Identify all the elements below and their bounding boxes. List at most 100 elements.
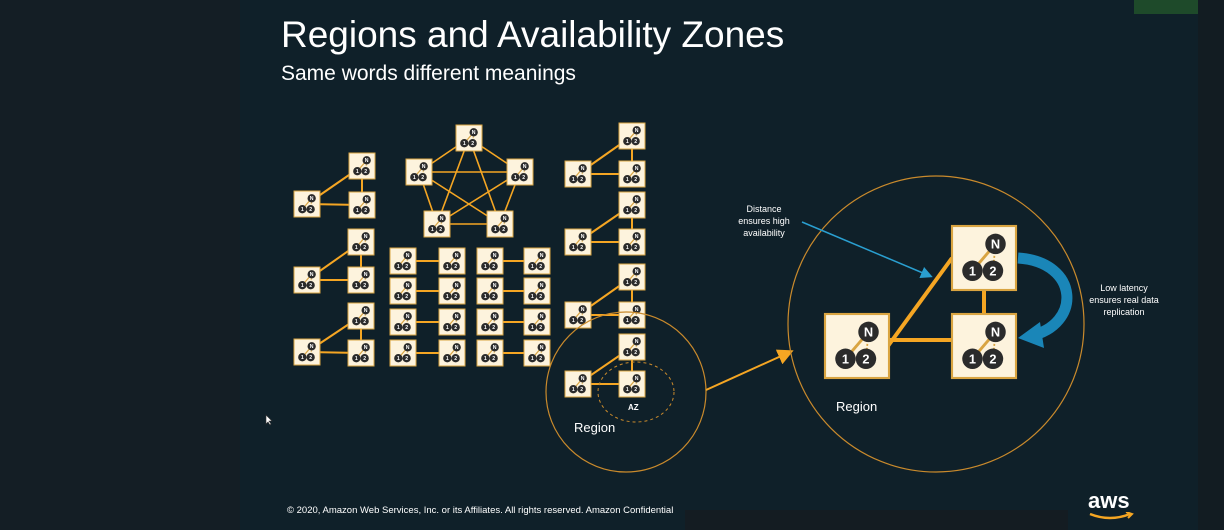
node-1-icon bbox=[623, 278, 632, 287]
node-label: N bbox=[540, 314, 544, 320]
node-n-icon bbox=[307, 342, 316, 351]
aws-logo-text: aws bbox=[1088, 488, 1130, 513]
node-label: 1 bbox=[301, 283, 304, 289]
node-label: N bbox=[635, 339, 639, 345]
az-label: AZ bbox=[628, 403, 639, 412]
node-2-icon bbox=[489, 323, 498, 332]
node-1-icon bbox=[528, 323, 537, 332]
node-n-icon bbox=[469, 128, 478, 137]
node-2-icon bbox=[360, 243, 369, 252]
node-n-icon bbox=[500, 214, 509, 223]
node-label: N bbox=[493, 253, 497, 259]
bottom-bar bbox=[685, 510, 1068, 530]
node-n-icon bbox=[361, 306, 370, 315]
node-label: 2 bbox=[580, 177, 583, 183]
node-label: 2 bbox=[439, 227, 442, 233]
node-n-icon bbox=[578, 374, 587, 383]
node-2-icon bbox=[306, 281, 315, 290]
node-1-icon bbox=[623, 175, 632, 184]
node-label: 2 bbox=[454, 294, 457, 300]
node-n-icon bbox=[452, 281, 461, 290]
node-n-icon bbox=[632, 232, 641, 241]
node-1-icon bbox=[353, 206, 362, 215]
node-label: N bbox=[635, 128, 639, 134]
node-2-icon bbox=[536, 323, 545, 332]
network-link bbox=[436, 137, 470, 225]
node-2-icon bbox=[577, 175, 586, 184]
node-1-icon bbox=[481, 262, 490, 271]
node-label: 2 bbox=[364, 169, 367, 175]
node-label: N bbox=[364, 308, 368, 314]
node-n-icon bbox=[490, 251, 499, 260]
node-n-icon bbox=[307, 270, 316, 279]
node-label: N bbox=[455, 253, 459, 259]
node-2-icon bbox=[631, 278, 640, 287]
node-label: N bbox=[364, 234, 368, 240]
node-label: N bbox=[635, 269, 639, 275]
node-label: N bbox=[365, 197, 369, 203]
node-label: N bbox=[540, 283, 544, 289]
node-1-icon bbox=[394, 292, 403, 301]
node-n-icon bbox=[632, 305, 641, 314]
node-2-icon bbox=[489, 292, 498, 301]
node-2-icon bbox=[631, 206, 640, 215]
node-n-icon bbox=[403, 281, 412, 290]
node-2-icon bbox=[499, 225, 508, 234]
node-1-icon bbox=[623, 137, 632, 146]
callout-distance-line-1: Distance bbox=[746, 204, 781, 214]
node-label: 1 bbox=[531, 294, 534, 300]
node-label: 2 bbox=[634, 139, 637, 145]
node-n-icon bbox=[361, 343, 370, 352]
node-label: 2 bbox=[634, 350, 637, 356]
node-label: N bbox=[635, 307, 639, 313]
node-label: 2 bbox=[580, 245, 583, 251]
node-n-icon bbox=[578, 164, 587, 173]
node-label: 1 bbox=[397, 294, 400, 300]
node-label: 1 bbox=[626, 350, 629, 356]
node-2-icon bbox=[402, 292, 411, 301]
node-1-icon bbox=[443, 354, 452, 363]
status-indicator bbox=[1134, 0, 1198, 14]
node-label: 2 bbox=[580, 318, 583, 324]
node-label: N bbox=[581, 307, 585, 313]
node-label: 1 bbox=[356, 208, 359, 214]
node-label: 1 bbox=[446, 294, 449, 300]
node-1-icon bbox=[298, 353, 307, 362]
node-label: 2 bbox=[502, 227, 505, 233]
node-label: 1 bbox=[969, 351, 976, 366]
node-label: 2 bbox=[363, 356, 366, 362]
node-1-icon bbox=[623, 348, 632, 357]
node-label: 1 bbox=[484, 325, 487, 331]
node-label: 2 bbox=[989, 351, 996, 366]
node-label: N bbox=[364, 272, 368, 278]
node-label: 2 bbox=[471, 141, 474, 147]
node-2-icon bbox=[489, 262, 498, 271]
copyright-footer: © 2020, Amazon Web Services, Inc. or its… bbox=[287, 505, 674, 516]
node-1-icon bbox=[528, 292, 537, 301]
node-1-icon bbox=[352, 317, 361, 326]
replication-arrow bbox=[1017, 252, 1073, 342]
node-label: 1 bbox=[413, 175, 416, 181]
node-label: N bbox=[540, 345, 544, 351]
node-2-icon bbox=[468, 139, 477, 148]
node-1-icon bbox=[428, 225, 437, 234]
node-n-icon bbox=[419, 162, 428, 171]
node-label: N bbox=[406, 283, 410, 289]
node-1-icon bbox=[511, 173, 520, 182]
node-label: N bbox=[472, 130, 476, 136]
callout-distance-line-2: ensures high bbox=[738, 216, 790, 226]
node-2-icon bbox=[631, 175, 640, 184]
